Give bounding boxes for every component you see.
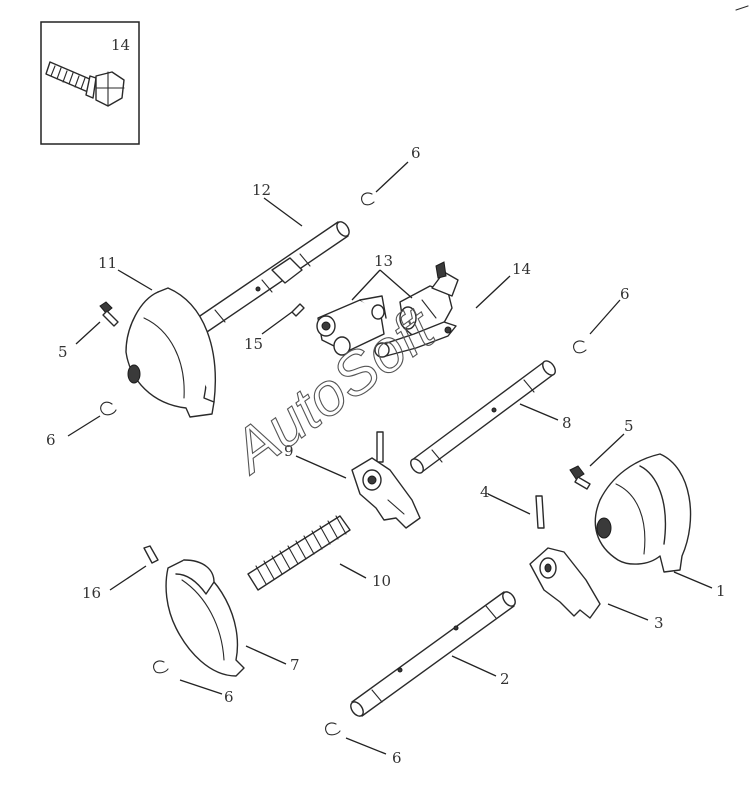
label-6-left: 6	[46, 431, 56, 449]
clip-6-bottom-icon	[325, 722, 341, 736]
shift-block-9	[351, 457, 421, 529]
pin-16	[143, 545, 159, 564]
label-12: 12	[252, 181, 271, 199]
label-9: 9	[284, 442, 294, 460]
label-14: 14	[512, 260, 531, 278]
leader-lines	[67, 161, 713, 755]
lever-assembly-14	[374, 261, 459, 358]
shift-rod-2	[350, 591, 516, 717]
bolt-5-right-icon	[569, 465, 591, 490]
label-15: 15	[244, 335, 263, 353]
corner-mark	[735, 5, 749, 11]
label-13: 13	[374, 252, 393, 270]
label-6-lower: 6	[224, 688, 234, 706]
label-2: 2	[500, 670, 510, 688]
interlock-13	[316, 295, 387, 356]
bolt-5-left-icon	[99, 301, 119, 327]
label-4: 4	[480, 483, 490, 501]
label-6-bottom: 6	[392, 749, 402, 767]
pin-15	[291, 303, 305, 317]
label-5-left: 5	[58, 343, 68, 361]
label-3: 3	[654, 614, 664, 632]
pin-near-9	[376, 431, 384, 463]
shift-fork-1	[594, 453, 692, 573]
spring-10	[247, 515, 351, 591]
inset-box: 14	[40, 21, 140, 145]
shift-fork-7	[165, 559, 245, 677]
label-6-right: 6	[620, 285, 630, 303]
pin-4	[535, 495, 545, 529]
shift-fork-11	[125, 287, 216, 418]
label-10: 10	[372, 572, 391, 590]
label-6-top: 6	[411, 144, 421, 162]
label-7: 7	[290, 656, 300, 674]
shift-rod-8	[410, 360, 556, 474]
shift-block-3	[529, 547, 601, 619]
label-1: 1	[716, 582, 726, 600]
label-8: 8	[562, 414, 572, 432]
label-11: 11	[98, 254, 117, 272]
label-5-right: 5	[624, 417, 634, 435]
clip-6-top-icon	[361, 192, 375, 206]
callout-labels: 6 12 11 13 14 6 5 15 6 8 5 9 4 10 16 1 3…	[46, 144, 726, 767]
clip-6-lower-icon	[153, 660, 169, 674]
label-16: 16	[82, 584, 101, 602]
clip-6-left-icon	[100, 401, 117, 416]
clip-6-right-icon	[573, 340, 587, 354]
label-inset-14: 14	[111, 36, 130, 54]
bolt-14-icon	[45, 61, 125, 107]
